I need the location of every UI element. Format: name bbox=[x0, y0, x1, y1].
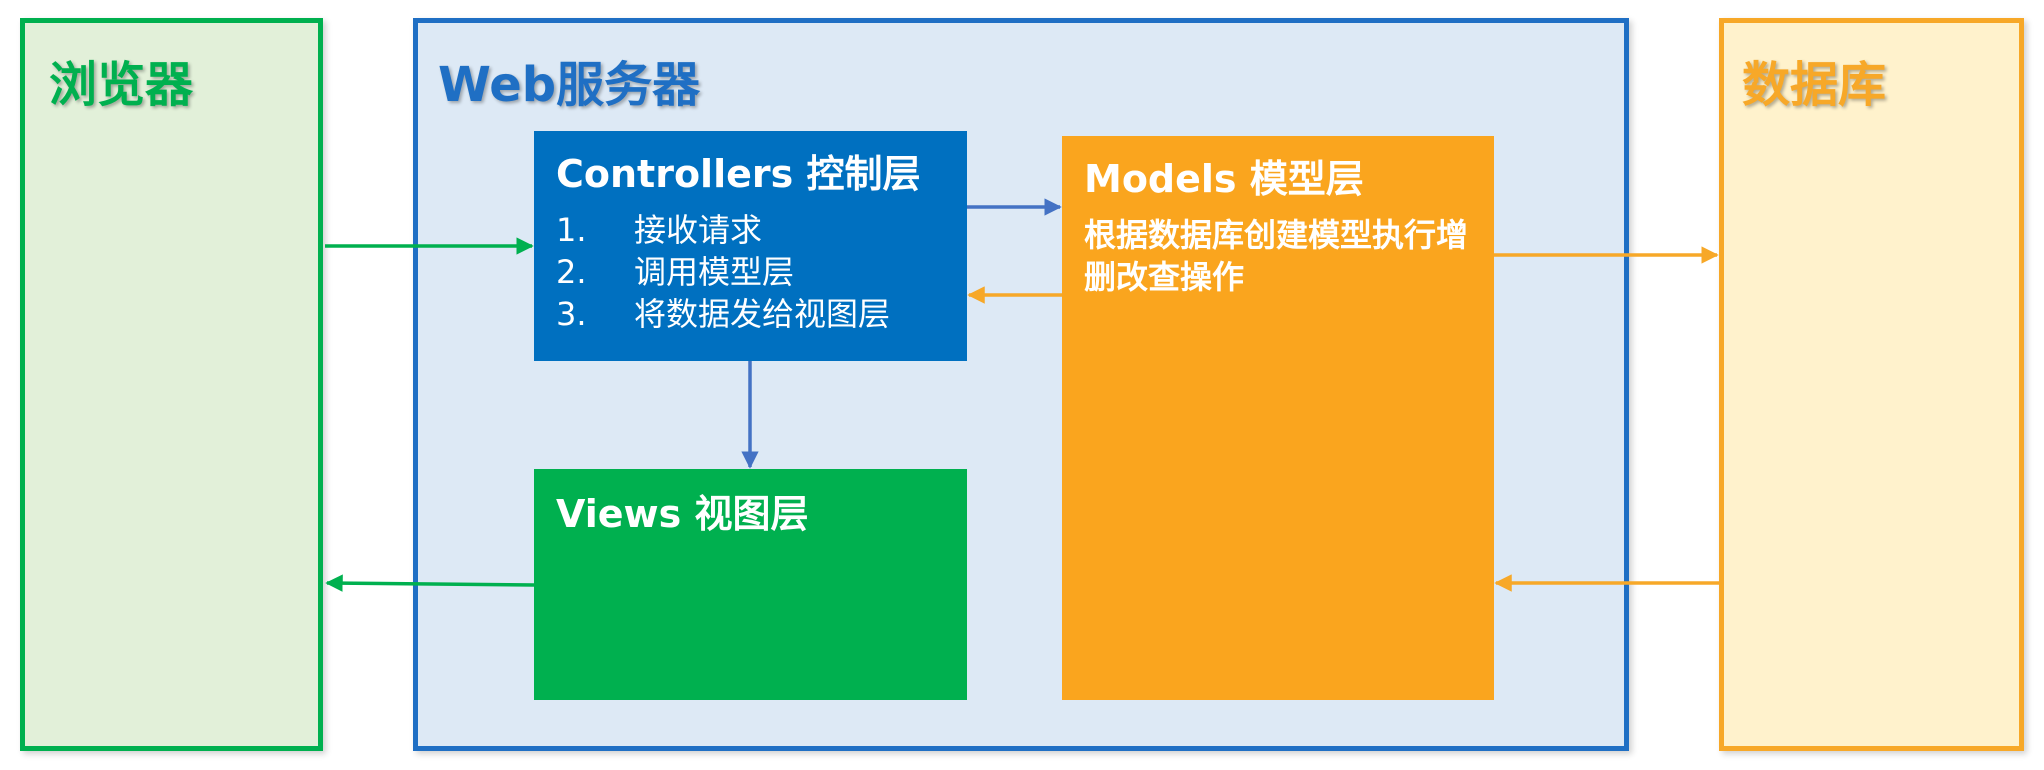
browser-title: 浏览器 bbox=[49, 57, 194, 113]
database-panel: 数据库 bbox=[1719, 18, 2024, 751]
list-item-text: 将数据发给视图层 bbox=[634, 295, 891, 333]
database-title: 数据库 bbox=[1742, 57, 1887, 113]
list-item-text: 接收请求 bbox=[634, 211, 763, 249]
models-box: Models 模型层 根据数据库创建模型执行增删改查操作 bbox=[1062, 136, 1494, 700]
models-title: Models 模型层 bbox=[1084, 157, 1364, 201]
list-item: 2. 调用模型层 bbox=[556, 251, 890, 293]
views-box: Views 视图层 bbox=[534, 469, 967, 700]
arrow-views-to-browser bbox=[325, 574, 535, 592]
web-server-title: Web服务器 bbox=[438, 57, 701, 113]
controllers-box: Controllers 控制层 1. 接收请求 2. 调用模型层 3. 将数据发给视图… bbox=[534, 131, 967, 361]
list-item-number: 2. bbox=[556, 253, 587, 291]
list-item: 1. 接收请求 bbox=[556, 209, 890, 251]
list-item-number: 1. bbox=[556, 211, 587, 249]
list-item-number: 3. bbox=[556, 295, 587, 333]
controllers-title: Controllers 控制层 bbox=[556, 152, 921, 196]
views-title: Views 视图层 bbox=[556, 492, 809, 536]
models-description: 根据数据库创建模型执行增删改查操作 bbox=[1084, 216, 1469, 296]
list-item: 3. 将数据发给视图层 bbox=[556, 293, 890, 335]
list-item-text: 调用模型层 bbox=[634, 253, 795, 291]
controllers-responsibility-list: 1. 接收请求 2. 调用模型层 3. 将数据发给视图层 bbox=[556, 209, 890, 335]
browser-panel: 浏览器 bbox=[20, 18, 323, 751]
